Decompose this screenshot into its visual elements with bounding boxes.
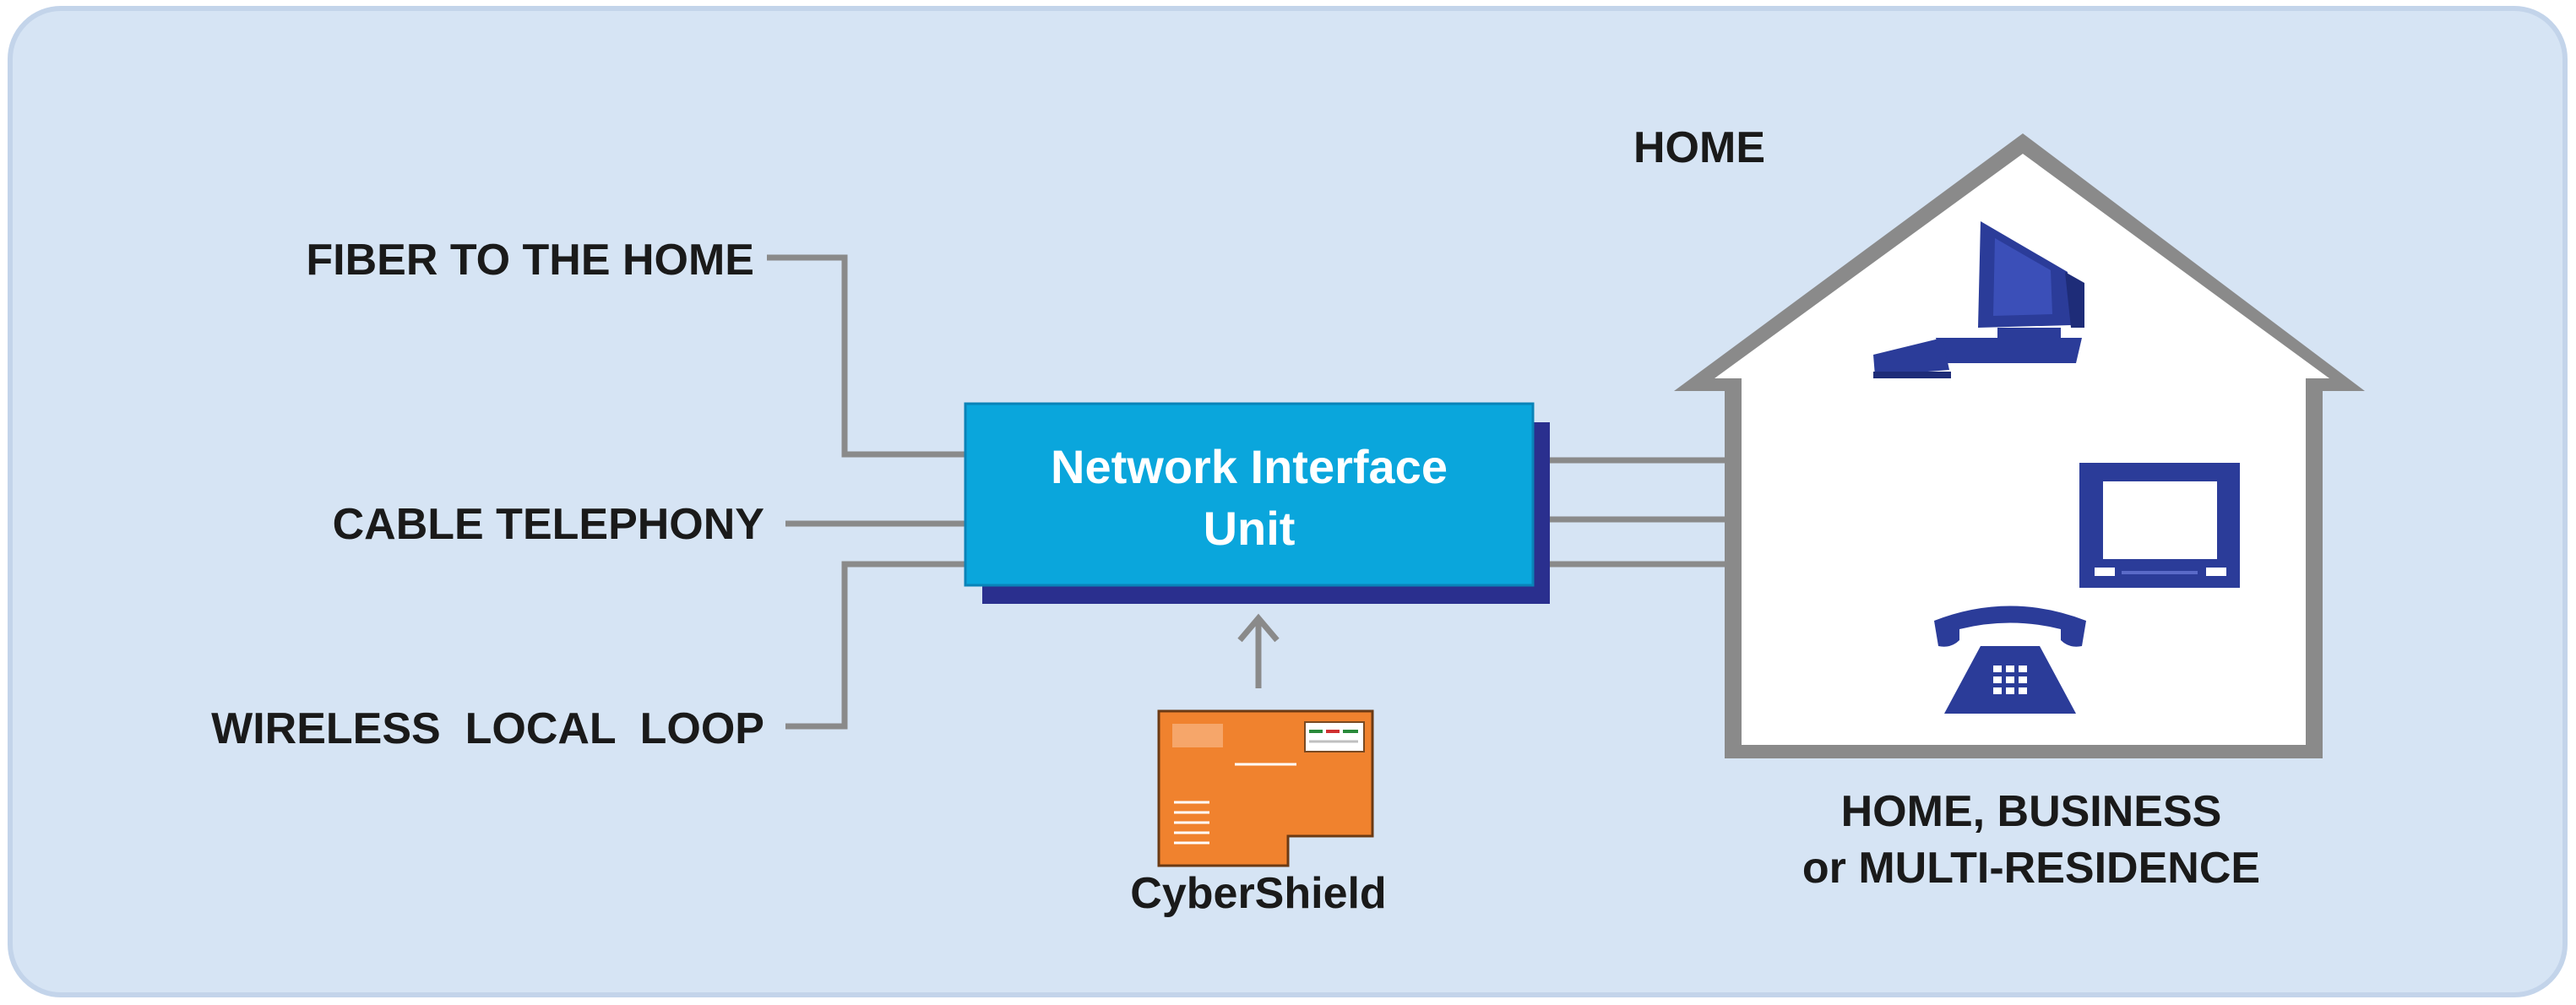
niu-label-line2: Unit bbox=[1204, 502, 1296, 555]
network-interface-unit: Network Interface Unit bbox=[964, 402, 1550, 604]
television-icon bbox=[2079, 463, 2240, 588]
house-outline bbox=[1674, 133, 2365, 758]
computer-icon bbox=[1873, 221, 2084, 378]
house-caption-line2: or MULTI-RESIDENCE bbox=[1802, 844, 2260, 893]
cybershield-arrow bbox=[1237, 613, 1280, 688]
wireless-local-loop-label: WIRELESS LOCAL LOOP bbox=[211, 704, 764, 753]
cybershield-label: CyberShield bbox=[1130, 869, 1386, 918]
niu-label-line1: Network Interface bbox=[1051, 440, 1448, 493]
home-title: HOME bbox=[1633, 123, 1765, 172]
fiber-to-the-home-label: FIBER TO THE HOME bbox=[306, 236, 754, 285]
telephone-icon bbox=[1934, 606, 2086, 714]
fiber-connector bbox=[767, 254, 971, 458]
house-caption-line1: HOME, BUSINESS bbox=[1841, 787, 2222, 836]
envelope-icon bbox=[1157, 709, 1374, 867]
cable-telephony-label: CABLE TELEPHONY bbox=[333, 500, 764, 549]
wireless-connector bbox=[785, 561, 971, 730]
input-connectors bbox=[767, 254, 971, 730]
niu-box bbox=[964, 402, 1535, 587]
